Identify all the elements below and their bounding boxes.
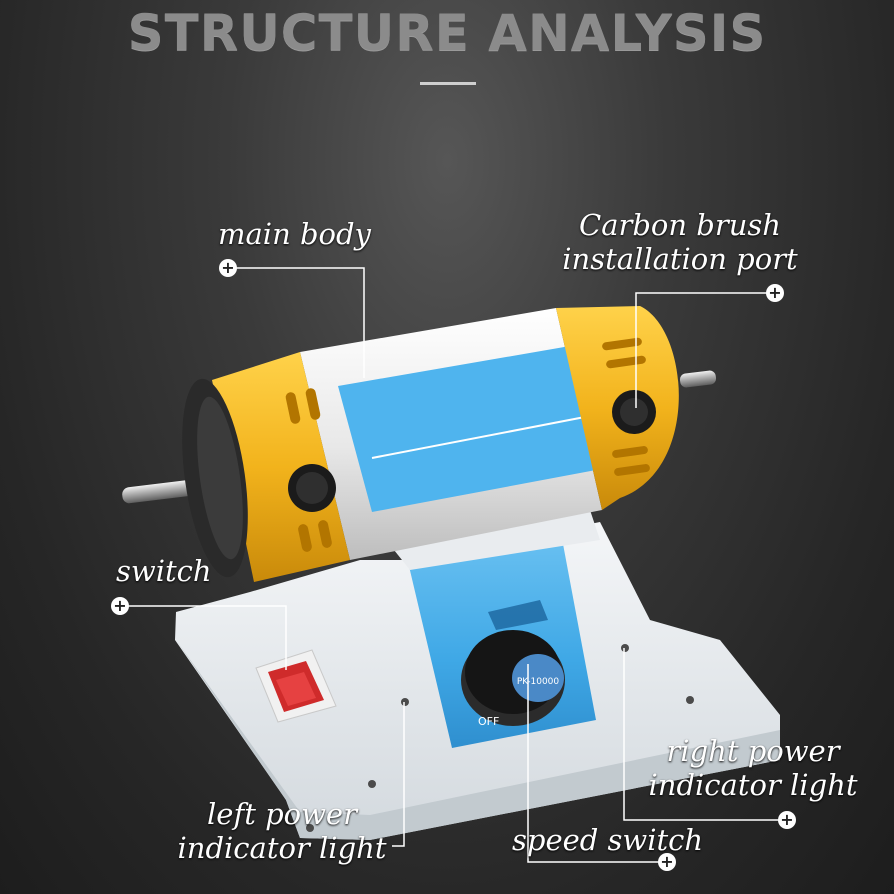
label-switch: switch [116,554,212,588]
label-switch-text: switch [116,554,212,588]
label-carbon-line1: Carbon brush [579,208,781,242]
plus-marker-icon[interactable]: + [778,811,796,829]
label-left-line2: indicator light [177,831,387,865]
label-right-line1: right power [666,734,840,768]
plus-marker-icon[interactable]: + [111,597,129,615]
label-main-body: main body [218,217,371,251]
label-main-body-text: main body [218,217,371,251]
callout-switch [120,605,287,670]
motor-body [300,308,602,560]
callout-left-power [392,702,405,847]
callout-main-body [228,267,365,378]
label-right-power: right power indicator light [640,734,866,802]
speed-knob: PK-10000 OFF [461,630,565,728]
label-left-power: left power indicator light [170,797,394,865]
right-end-cap [556,306,679,510]
label-left-line1: left power [207,797,357,831]
callout-lines [120,267,787,863]
power-switch [255,649,337,723]
label-speed-switch-text: speed switch [512,823,704,857]
title-divider [420,82,476,85]
knob-scale-text: PK-10000 [517,677,560,687]
label-right-line2: indicator light [648,768,858,802]
plus-marker-icon[interactable]: + [658,853,676,871]
plus-marker-icon[interactable]: + [766,284,784,302]
page-title: STRUCTURE ANALYSIS [127,4,767,62]
off-text: OFF [478,715,499,728]
callout-speed [527,664,667,863]
left-end-cap [182,352,350,582]
callout-right-power [623,648,787,821]
label-carbon-line2: installation port [562,242,798,276]
plus-marker-icon[interactable]: + [219,259,237,277]
label-speed-switch: speed switch [512,823,703,857]
callout-carbon [635,292,775,408]
label-carbon-brush: Carbon brush installation port [555,208,805,276]
